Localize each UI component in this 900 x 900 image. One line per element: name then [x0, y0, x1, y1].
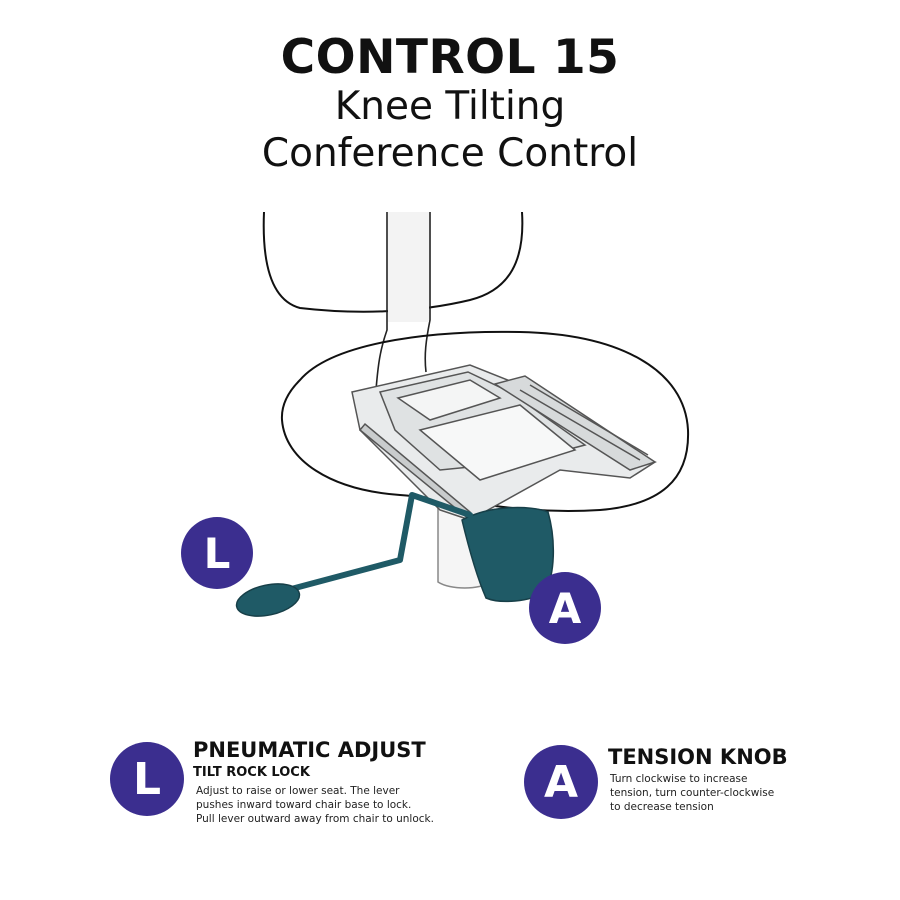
chair-illustration: [235, 211, 690, 617]
page-title: CONTROL 15: [280, 30, 620, 85]
legend-badge-knob: A: [524, 745, 598, 819]
lever-handle: [235, 583, 301, 617]
callout-badge-knob: A: [529, 572, 601, 644]
lever-rod: [277, 492, 473, 595]
legend-lever-line-3: Pull lever outward away from chair to un…: [196, 813, 434, 825]
mechanism-plate: [351, 364, 657, 522]
callout-badge-lever: L: [181, 517, 253, 589]
legend-description-knob: Turn clockwise to increase tension, turn…: [610, 772, 774, 814]
legend-knob-line-2: tension, turn counter-clockwise: [610, 787, 775, 799]
chair-control-diagram: [0, 190, 900, 660]
subtitle-line-2: Conference Control: [261, 131, 639, 176]
legend-description-lever: Adjust to raise or lower seat. The lever…: [196, 784, 434, 826]
legend-lever-line-2: pushes inward toward chair base to lock.: [196, 799, 412, 811]
legend-knob-line-1: Turn clockwise to increase: [610, 773, 748, 785]
subtitle-line-1: Knee Tilting: [334, 84, 566, 129]
back-post: [375, 212, 431, 391]
legend-title-pneumatic-adjust: PNEUMATIC ADJUST: [193, 738, 426, 762]
legend-knob-line-3: to decrease tension: [610, 801, 714, 813]
seat-outline: [280, 330, 690, 513]
legend-title-tension-knob: TENSION KNOB: [608, 745, 788, 769]
legend-badge-lever: L: [110, 742, 184, 816]
legend-lever-line-1: Adjust to raise or lower seat. The lever: [196, 785, 400, 797]
legend-subtitle-tilt-rock-lock: TILT ROCK LOCK: [193, 765, 310, 780]
